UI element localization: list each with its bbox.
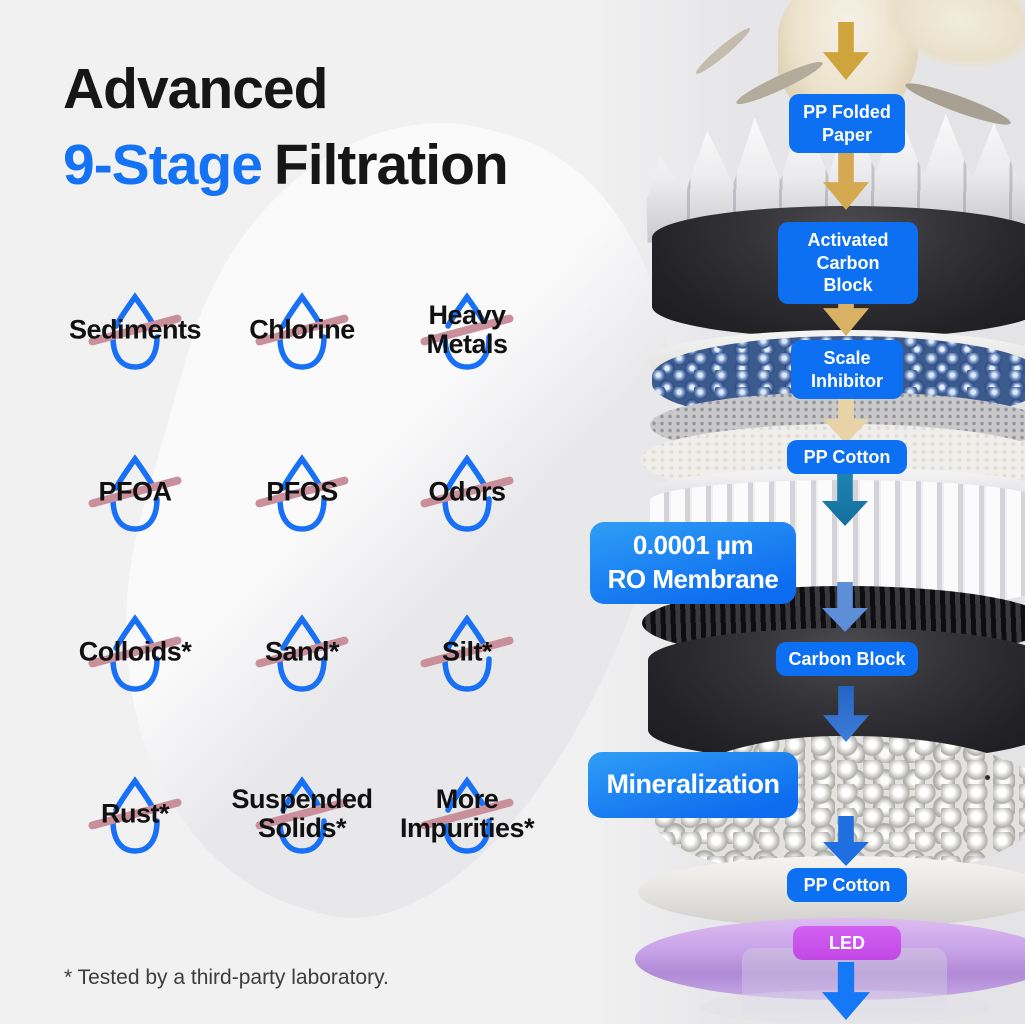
contaminant-label: Rust* xyxy=(100,798,170,829)
water-drop-icon xyxy=(442,292,492,370)
title-accent: 9-Stage xyxy=(63,132,263,197)
water-drop-icon xyxy=(442,454,492,532)
contaminant-label: Odors xyxy=(428,476,506,507)
contaminant-item: Rust* xyxy=(40,774,230,886)
stage-label-activated-carbon-block: Activated Carbon Block xyxy=(778,222,918,304)
water-drop-icon xyxy=(442,776,492,854)
contaminant-label: More Impurities* xyxy=(399,784,535,843)
water-drop-icon xyxy=(277,614,327,692)
stage-label-ro-membrane: 0.0001 µm RO Membrane xyxy=(590,522,796,604)
contaminant-label: Silt* xyxy=(441,636,493,667)
contaminant-item: Odors xyxy=(372,452,562,564)
contaminant-item: PFOA xyxy=(40,452,230,564)
stage-label-pp-cotton-bottom: PP Cotton xyxy=(787,868,907,902)
title-line-1: Advanced xyxy=(63,57,328,121)
contaminant-label: Heavy Metals xyxy=(426,300,508,359)
water-drop-icon xyxy=(277,454,327,532)
stage-label-carbon-block: Carbon Block xyxy=(776,642,918,676)
contaminant-label: PFOS xyxy=(266,476,338,507)
contaminant-item: More Impurities* xyxy=(372,774,562,886)
water-drop-icon xyxy=(110,776,160,854)
stage-label-pp-cotton: PP Cotton xyxy=(787,440,907,474)
contaminant-item: Silt* xyxy=(372,612,562,724)
ro-membrane-name: RO Membrane xyxy=(607,563,779,594)
stage-label-pp-folded-paper: PP Folded Paper xyxy=(789,94,905,153)
contaminant-item: Chlorine xyxy=(207,290,397,402)
water-drop-icon xyxy=(110,292,160,370)
contaminant-item: Sediments xyxy=(40,290,230,402)
contaminant-item: PFOS xyxy=(207,452,397,564)
contaminant-label: Colloids* xyxy=(78,636,192,667)
contaminant-label: Sand* xyxy=(264,636,340,667)
stage-label-mineralization: Mineralization xyxy=(588,752,798,818)
water-drop-icon xyxy=(110,614,160,692)
contaminant-item: Colloids* xyxy=(40,612,230,724)
water-drop-icon xyxy=(277,776,327,854)
stage-label-led: LED xyxy=(793,926,901,960)
water-drop-icon xyxy=(110,454,160,532)
water-drop-icon xyxy=(442,614,492,692)
contaminant-label: PFOA xyxy=(98,476,172,507)
contaminant-item: Heavy Metals xyxy=(372,290,562,402)
contaminant-label: Sediments xyxy=(68,314,202,345)
ro-membrane-size: 0.0001 µm xyxy=(632,530,754,560)
footnote: * Tested by a third-party laboratory. xyxy=(64,966,389,989)
stage-label-scale-inhibitor: Scale Inhibitor xyxy=(791,340,903,399)
contaminant-label: Chlorine xyxy=(249,314,355,345)
contaminant-label: Suspended Solids* xyxy=(231,784,373,843)
water-drop-icon xyxy=(277,292,327,370)
contaminant-item: Suspended Solids* xyxy=(207,774,397,886)
contaminant-item: Sand* xyxy=(207,612,397,724)
